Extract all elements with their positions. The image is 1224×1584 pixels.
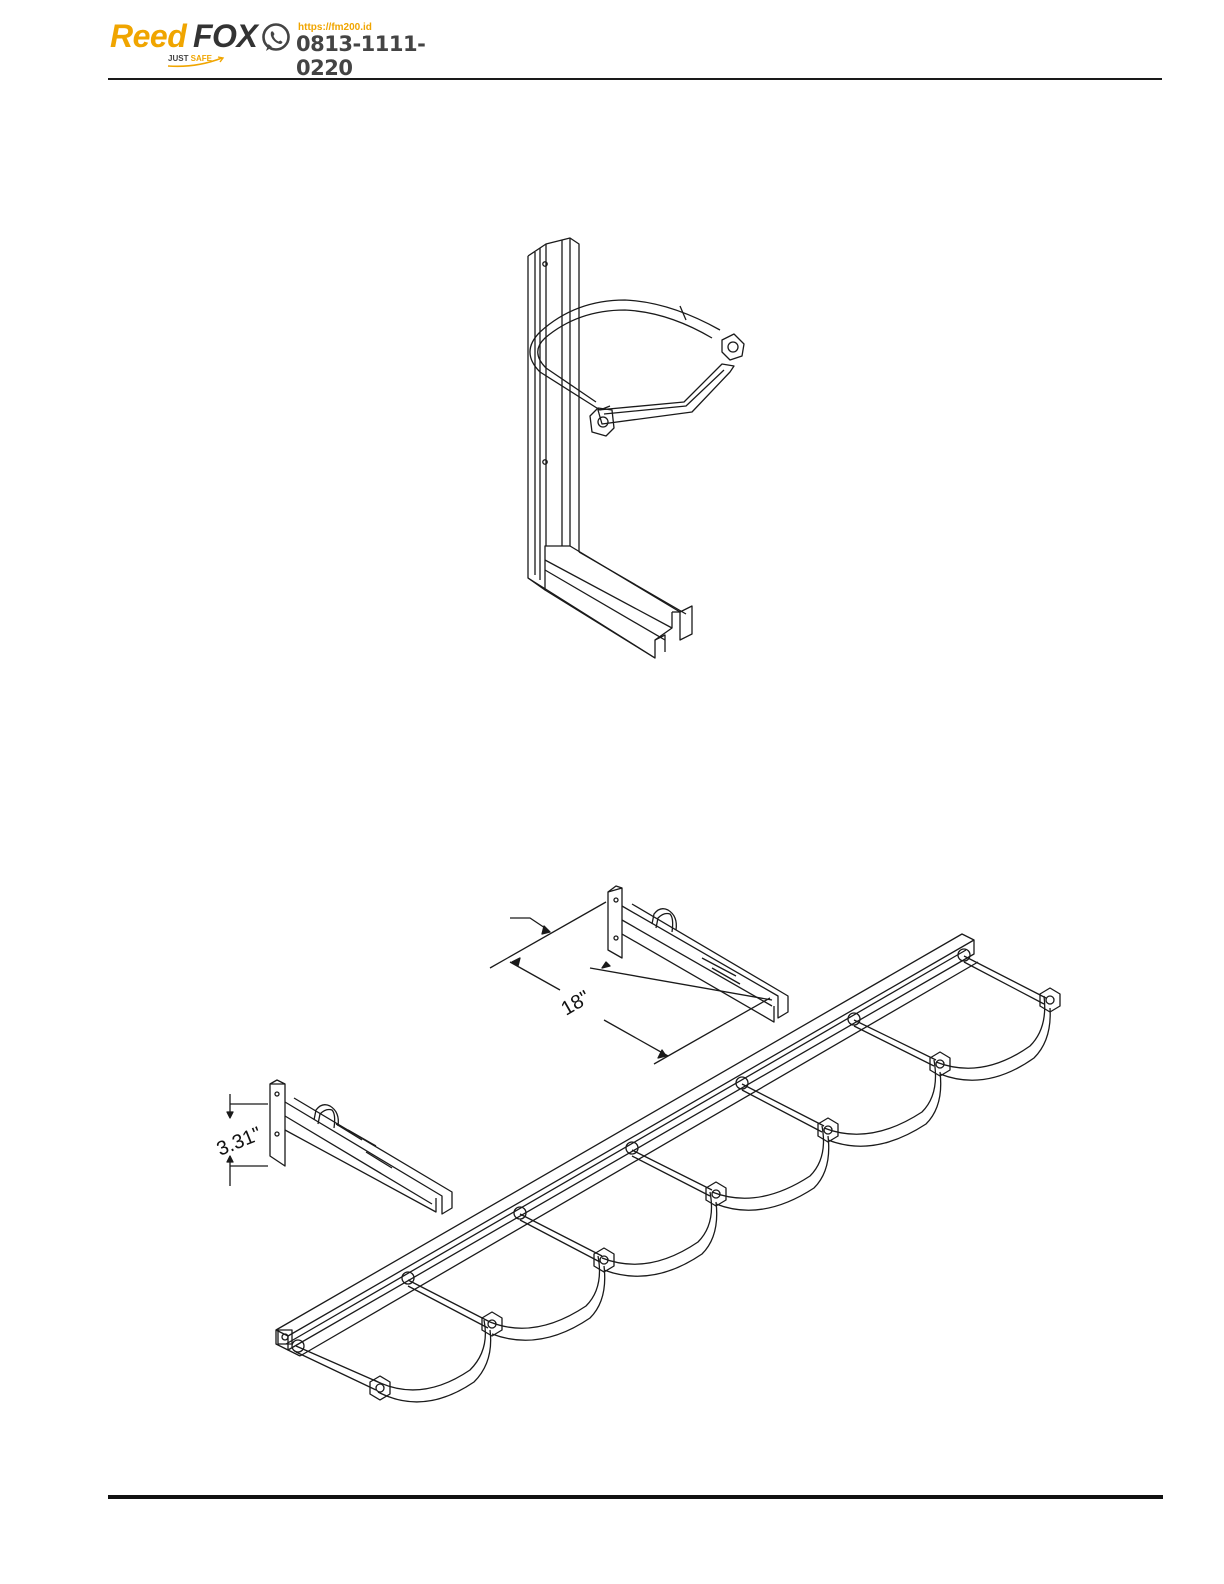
multi-cylinder-rack-drawing xyxy=(227,886,1060,1402)
dimension-label-height: 3.31" xyxy=(214,1123,265,1161)
single-cylinder-bracket-drawing xyxy=(528,238,744,658)
footer-divider xyxy=(108,1495,1163,1499)
dimension-label-depth: 18" xyxy=(558,987,594,1021)
